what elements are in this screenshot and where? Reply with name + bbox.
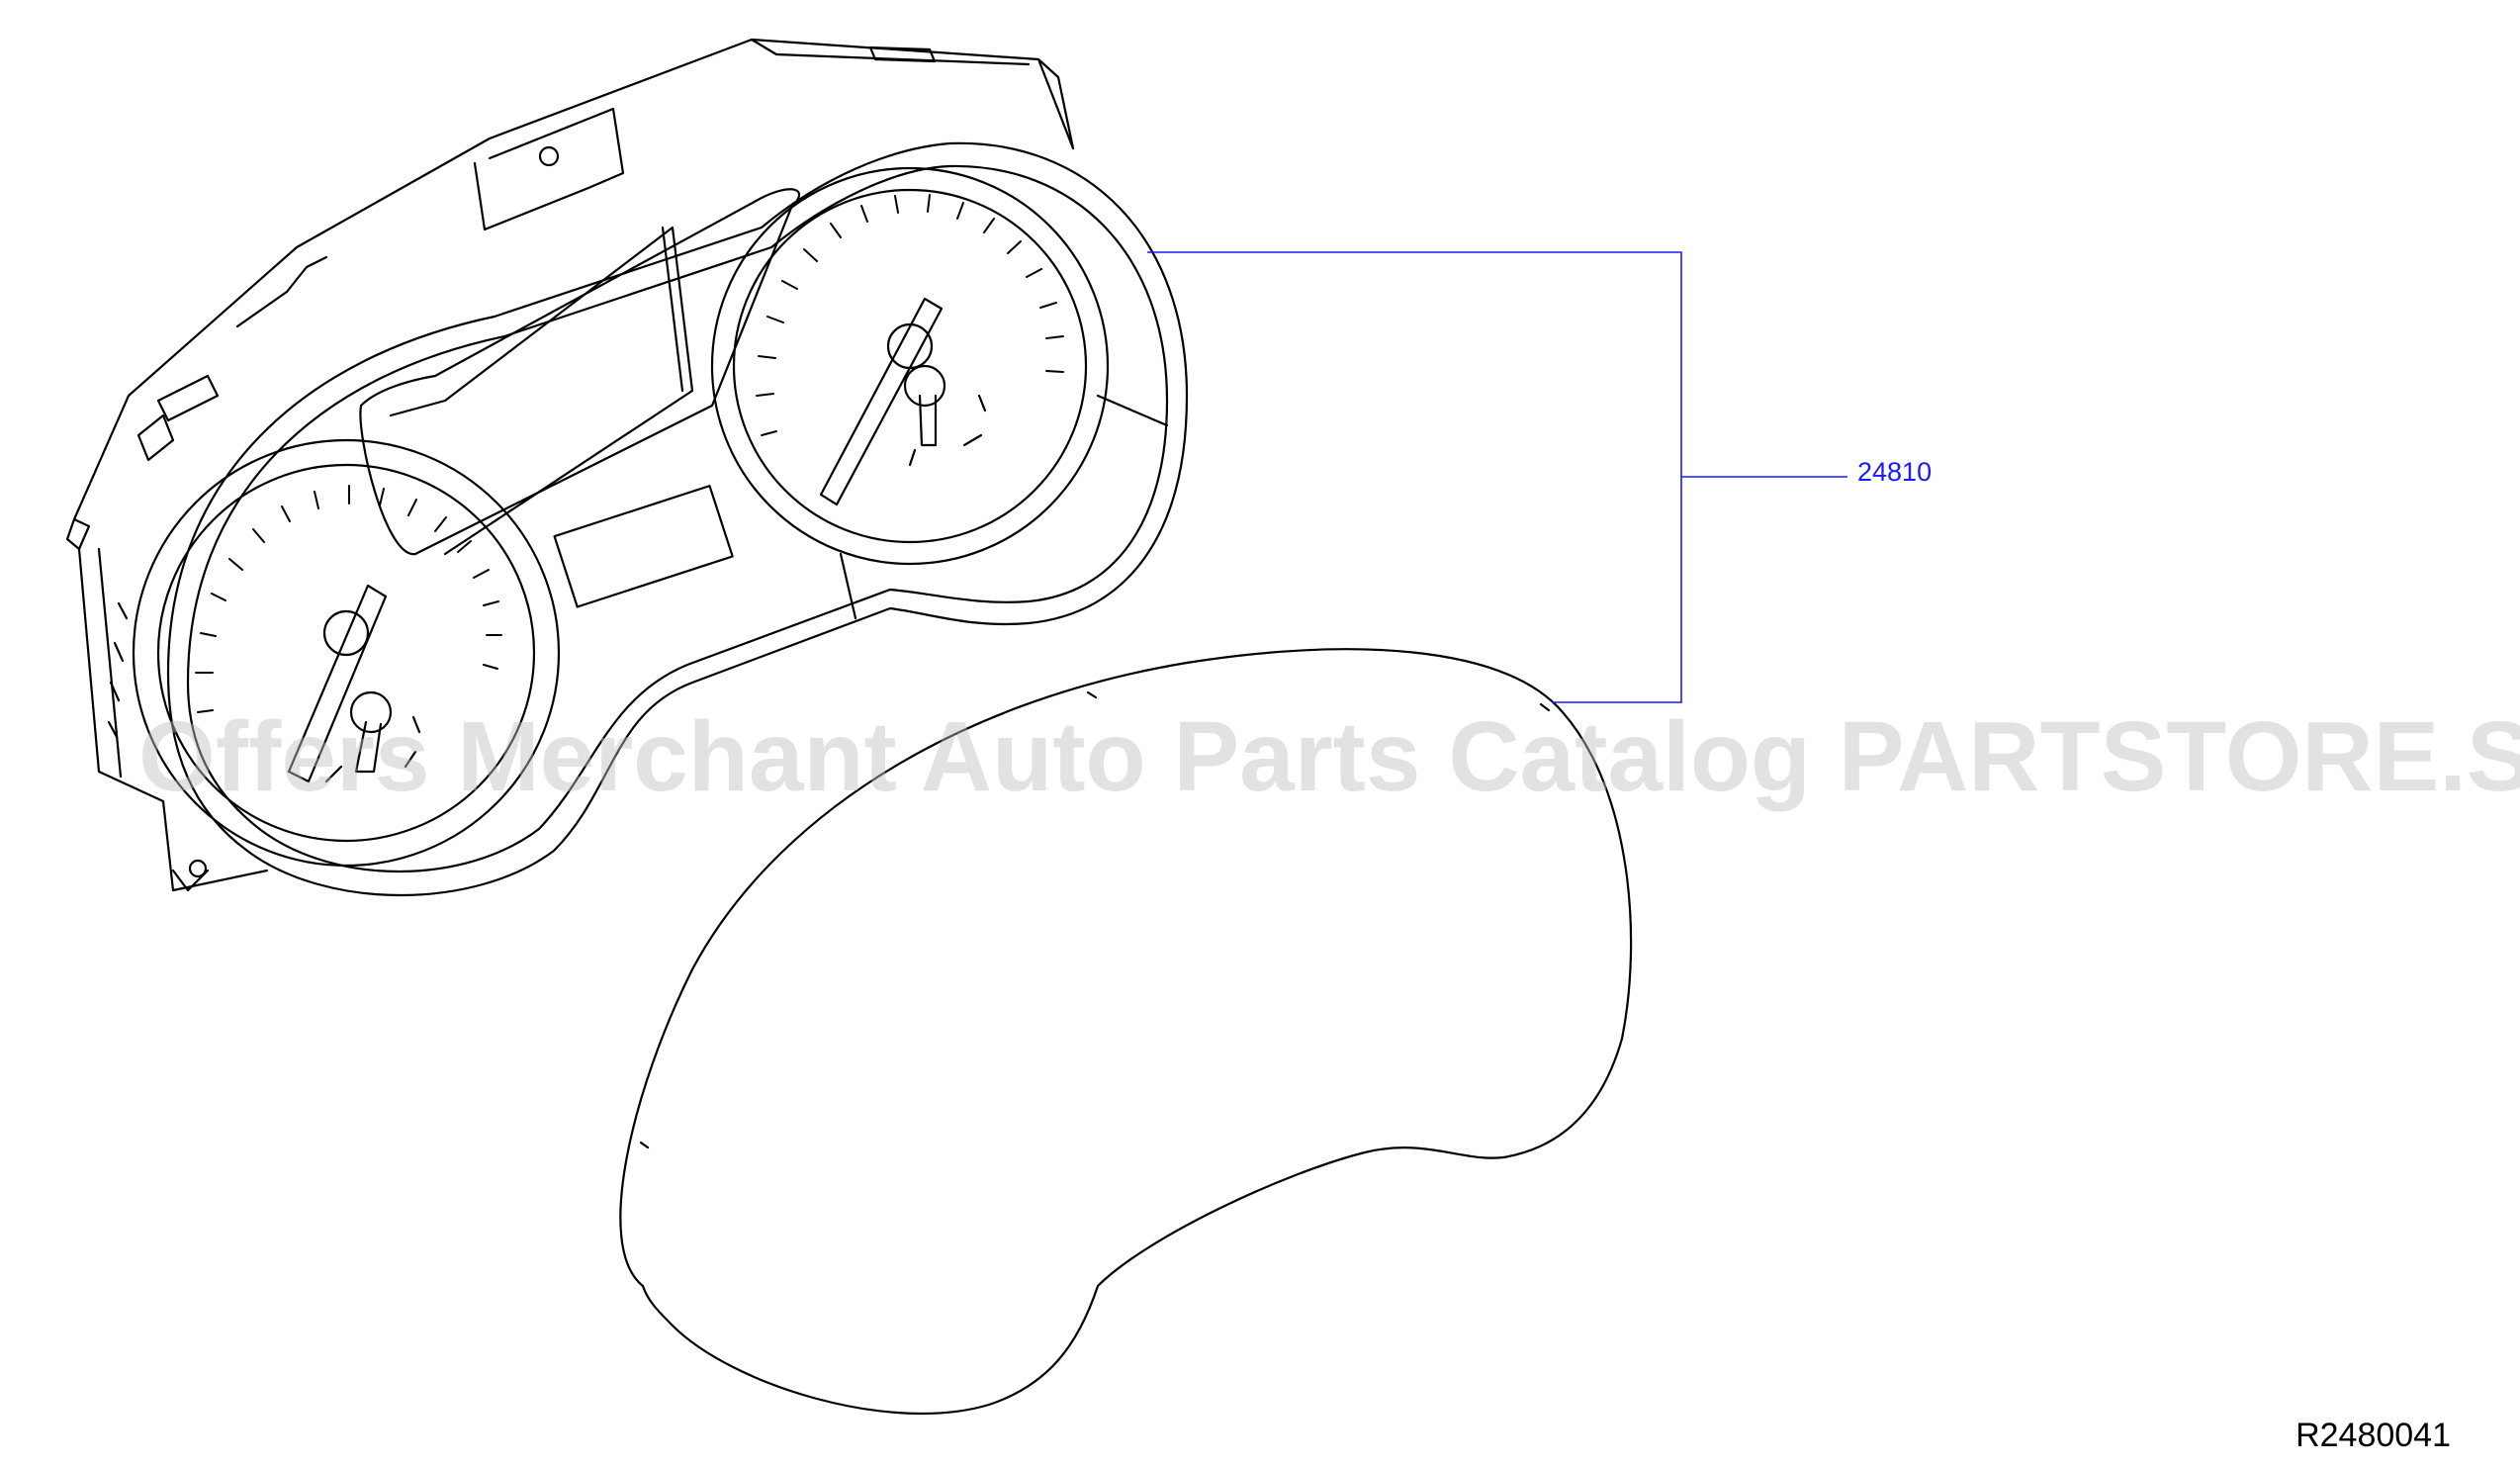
cluster-lens — [619, 648, 1633, 1416]
watermark-text: Offers Merchant Auto Parts Catalog PARTS… — [138, 701, 2520, 812]
center-display — [359, 188, 801, 608]
right-gauge — [710, 166, 1169, 620]
part-number-label[interactable]: 24810 — [1857, 457, 1933, 487]
cluster-bezel — [166, 141, 1189, 896]
cluster-housing — [65, 38, 1075, 892]
diagram-code: R2480041 — [2295, 1417, 2451, 1454]
left-gauge — [132, 438, 561, 868]
callout-leader — [1147, 251, 1847, 703]
